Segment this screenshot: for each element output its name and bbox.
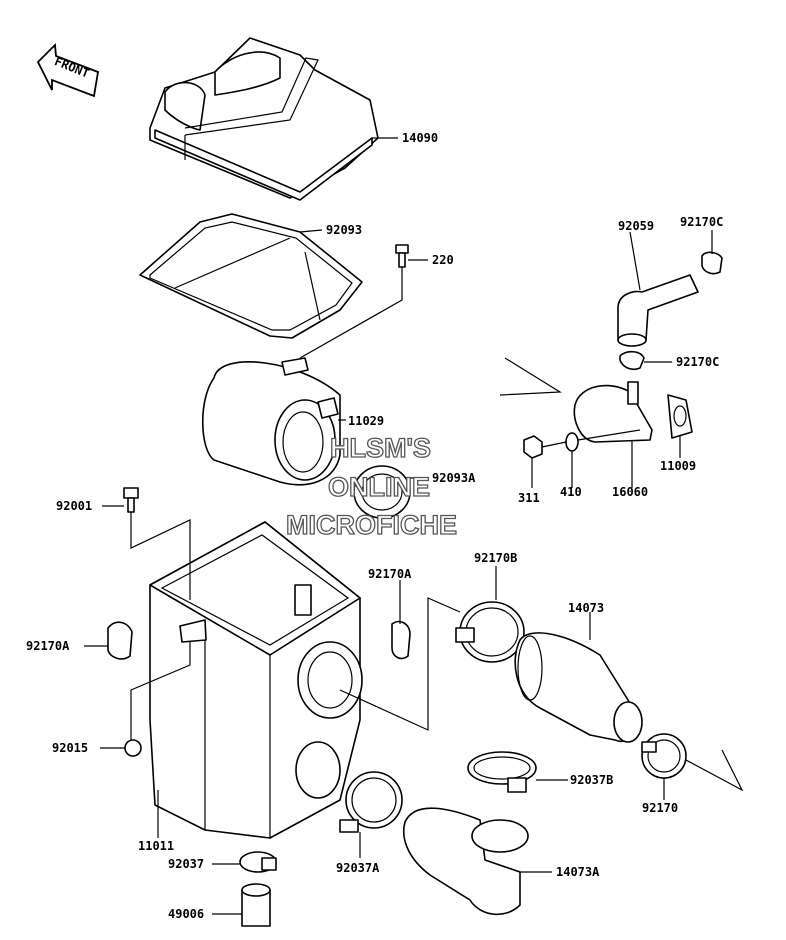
label-92093A: 92093A: [432, 471, 476, 485]
label-92015: 92015: [52, 741, 88, 755]
washer-410: [565, 432, 579, 452]
clamp-92037: [239, 851, 277, 873]
label-410: 410: [560, 485, 582, 499]
label-11011: 11011: [138, 839, 174, 853]
label-92059: 92059: [618, 219, 654, 233]
elbow-gasket: [667, 394, 693, 439]
label-49006: 49006: [168, 907, 204, 921]
intake-boot: [514, 632, 643, 743]
label-14073: 14073: [568, 601, 604, 615]
label-11009: 11009: [660, 459, 696, 473]
grommet-92015: [124, 739, 142, 757]
label-311: 311: [518, 491, 540, 505]
watermark-line-2: ONLINE: [328, 472, 430, 502]
air-box-case: [149, 521, 363, 839]
label-92001: 92001: [56, 499, 92, 513]
bolt-92001: [123, 487, 139, 513]
seal-ring-92093A: [353, 465, 411, 519]
clamp-92037A: [339, 771, 403, 833]
clamp-92170A-left: [107, 621, 133, 660]
label-92170: 92170: [642, 801, 678, 815]
watermark-line-1: HLSM'S: [330, 433, 431, 463]
label-220: 220: [432, 253, 454, 267]
label-92037B: 92037B: [570, 773, 613, 787]
clamp-92037B: [467, 751, 537, 793]
clamp-92170C-top: [701, 251, 723, 275]
label-92170C-mid: 92170C: [676, 355, 719, 369]
leader-lines: [84, 137, 744, 915]
filter-gasket: [139, 213, 363, 339]
label-14090: 14090: [402, 131, 438, 145]
label-14073A: 14073A: [556, 865, 600, 879]
label-92037: 92037: [168, 857, 204, 871]
label-92170B: 92170B: [474, 551, 517, 565]
air-filter-element: [201, 357, 341, 486]
front-arrow-icon: FRONT: [36, 43, 100, 98]
label-16060: 16060: [612, 485, 648, 499]
intake-elbow: [573, 381, 653, 443]
clamp-92170C-mid: [619, 350, 645, 371]
nut-311: [523, 435, 543, 459]
intake-duct: [403, 807, 529, 916]
label-92170A-left: 92170A: [26, 639, 70, 653]
clamp-92170B: [455, 601, 525, 663]
clamp-92170: [641, 733, 687, 779]
label-92170C-top: 92170C: [680, 215, 723, 229]
label-92170A-right: 92170A: [368, 567, 412, 581]
tube-49006: [241, 883, 271, 927]
label-92037A: 92037A: [336, 861, 380, 875]
breather-hose: [617, 274, 699, 347]
label-92093: 92093: [326, 223, 362, 237]
bolt-220: [395, 244, 409, 268]
air-box-cover: [149, 37, 379, 201]
label-11029: 11029: [348, 414, 384, 428]
clamp-92170A-right: [391, 620, 411, 660]
watermark-line-3: MICROFICHE: [286, 510, 457, 540]
